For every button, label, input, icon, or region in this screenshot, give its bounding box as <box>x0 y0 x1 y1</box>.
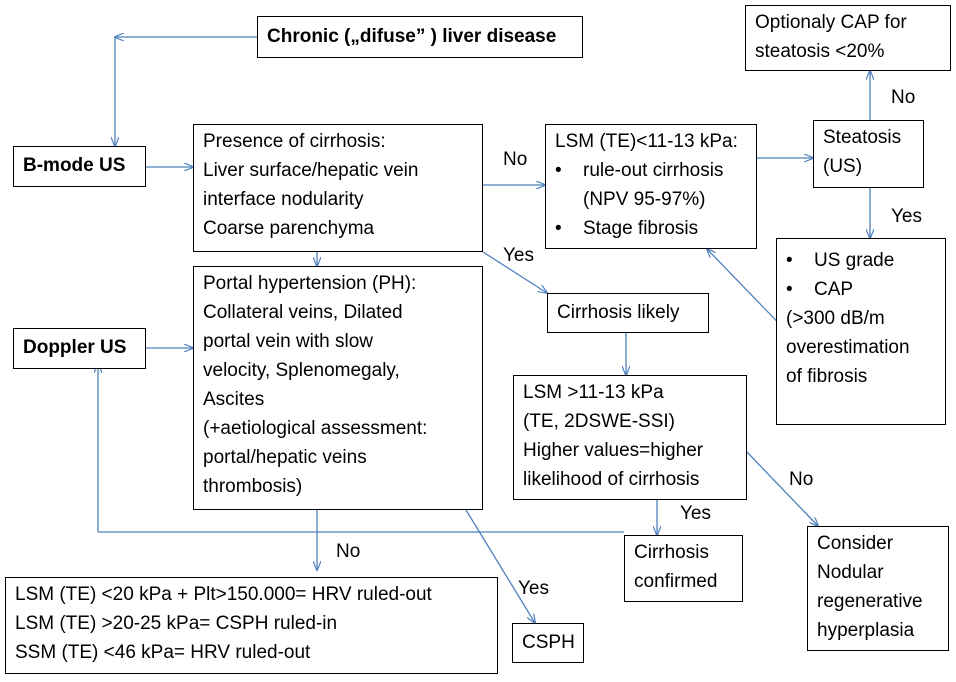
label-no-bottom: No <box>336 541 361 562</box>
portal-line: portal/hepatic veins <box>203 447 367 468</box>
portal-line: Ascites <box>203 389 265 410</box>
us-grade-item: •US grade <box>786 250 895 271</box>
steatosis-box: Steatosis (US) <box>813 120 924 188</box>
label-yes-csph: Yes <box>518 578 549 599</box>
cirrhosis-likely-box: Cirrhosis likely <box>547 293 709 333</box>
lsm-high-line: LSM >11-13 kPa <box>523 382 664 403</box>
lsm-te-item-text: Stage fibrosis <box>583 218 699 239</box>
arrow-presence-to-likely <box>482 251 547 293</box>
label-no-nodular: No <box>789 469 814 490</box>
chronic-liver-disease-box: Chronic („difuse” ) liver disease <box>257 16 583 58</box>
presence-line: Presence of cirrhosis: <box>203 131 386 152</box>
lsm-bottom-line: LSM (TE) <20 kPa + Plt>150.000= HRV rule… <box>15 584 432 605</box>
chronic-label: Chronic („difuse” ) liver disease <box>267 26 557 47</box>
lsm-te-item-text: rule-out cirrhosis <box>583 160 724 181</box>
cirrhosis-confirmed-box: Cirrhosis confirmed <box>624 535 743 602</box>
arrow-lsmhigh-to-nodular <box>746 451 818 526</box>
presence-line: Liver surface/hepatic vein <box>203 160 419 181</box>
us-grade-line: of fibrosis <box>786 366 868 387</box>
label-yes-cirrhosis: Yes <box>503 245 534 266</box>
bmode-label: B-mode US <box>23 155 126 176</box>
presence-line: Coarse parenchyma <box>203 218 375 239</box>
cap-optional-line: Optionaly CAP for <box>755 12 907 33</box>
nodular-box: Consider Nodular regenerative hyperplasi… <box>807 526 949 651</box>
cap-optional-line: steatosis <20% <box>755 41 885 62</box>
us-grade-item-text: US grade <box>814 250 895 271</box>
portal-hypertension-box: Portal hypertension (PH): Collateral vei… <box>193 266 483 510</box>
lsm-te-title: LSM (TE)<11-13 kPa: <box>555 131 738 152</box>
us-grade-item-text: CAP <box>814 279 854 300</box>
us-grade-item: •CAP <box>786 279 854 300</box>
cirrhosis-presence-box: Presence of cirrhosis: Liver surface/hep… <box>193 124 483 252</box>
nodular-line: regenerative <box>817 591 923 612</box>
portal-line: portal vein with slow <box>203 331 374 352</box>
cap-optional-box: Optionaly CAP for steatosis <20% <box>745 5 951 71</box>
csph-box: CSPH <box>512 623 584 663</box>
portal-line: thrombosis) <box>203 476 303 497</box>
label-no-lsm: No <box>503 149 528 170</box>
us-grade-line: (>300 dB/m <box>786 308 885 329</box>
portal-line: Collateral veins, Dilated <box>203 302 403 323</box>
lsm-bottom-line: SSM (TE) <46 kPa= HRV ruled-out <box>15 642 311 663</box>
bmode-us-box: B-mode US <box>13 146 146 187</box>
presence-line: interface nodularity <box>203 189 364 210</box>
nodular-line: Consider <box>817 533 894 554</box>
doppler-label: Doppler US <box>23 337 127 358</box>
arrow-portal-to-csph <box>465 509 535 623</box>
portal-line: Portal hypertension (PH): <box>203 273 417 294</box>
lsm-te-box: LSM (TE)<11-13 kPa: •rule-out cirrhosis … <box>545 124 757 249</box>
lsm-high-line: likelihood of cirrhosis <box>523 469 700 490</box>
doppler-us-box: Doppler US <box>13 328 146 369</box>
portal-line: (+aetiological assessment: <box>203 418 428 439</box>
portal-line: velocity, Splenomegaly, <box>203 360 400 381</box>
nodular-line: hyperplasia <box>817 620 915 641</box>
lsm-high-line: (TE, 2DSWE-SSI) <box>523 411 676 432</box>
us-grade-box: •US grade •CAP (>300 dB/m overestimation… <box>776 238 946 425</box>
lsm-high-box: LSM >11-13 kPa (TE, 2DSWE-SSI) Higher va… <box>513 375 747 500</box>
nodular-line: Nodular <box>817 562 884 583</box>
label-no-steatosis: No <box>891 87 916 108</box>
label-yes-steatosis: Yes <box>891 206 922 227</box>
steatosis-line: (US) <box>823 156 863 177</box>
steatosis-line: Steatosis <box>823 127 902 148</box>
lsm-bottom-line: LSM (TE) >20-25 kPa= CSPH ruled-in <box>15 613 338 634</box>
lsm-te-item: •rule-out cirrhosis <box>555 160 724 181</box>
label-yes-confirmed: Yes <box>680 503 711 524</box>
lsm-high-line: Higher values=higher <box>523 440 704 461</box>
us-grade-line: overestimation <box>786 337 910 358</box>
lsm-te-item-sub: (NPV 95-97%) <box>583 189 706 210</box>
confirmed-line: confirmed <box>634 571 718 592</box>
cirrhosis-likely-label: Cirrhosis likely <box>557 302 680 323</box>
lsm-te-item: •Stage fibrosis <box>555 218 699 239</box>
confirmed-line: Cirrhosis <box>634 542 709 563</box>
lsm-bottom-box: LSM (TE) <20 kPa + Plt>150.000= HRV rule… <box>5 577 498 674</box>
csph-label: CSPH <box>522 632 575 653</box>
